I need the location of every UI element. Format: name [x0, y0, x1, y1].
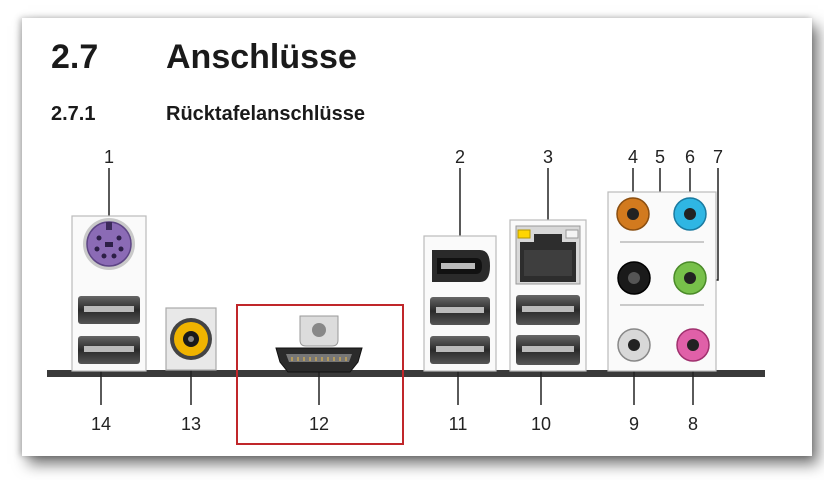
hdmi-port-icon — [275, 315, 363, 373]
ps2-usb-block — [71, 215, 147, 372]
ieee1394-usb-block — [423, 235, 497, 372]
usb-port-icon — [430, 336, 490, 364]
callout-1: 1 — [104, 147, 114, 167]
callout-10: 10 — [531, 414, 551, 434]
callouts-bottom: 14 13 12 11 10 9 8 — [91, 414, 698, 434]
callout-7: 7 — [713, 147, 723, 167]
usb-port-icon — [430, 297, 490, 325]
callout-4: 4 — [628, 147, 638, 167]
rj45-lan-port-icon — [515, 225, 581, 285]
audio-jack-icon-gray — [617, 328, 651, 362]
callouts-top: 1 2 3 4 5 6 7 — [104, 147, 723, 167]
usb-port-icon — [78, 336, 140, 364]
hdmi-highlight-box — [236, 304, 404, 445]
ieee1394-port-icon — [432, 250, 490, 282]
coax-spdif-port-icon — [165, 307, 217, 371]
lan-usb-block — [509, 219, 587, 372]
usb-port-icon — [78, 296, 140, 324]
audio-jack-icon-pink — [676, 328, 710, 362]
callout-5: 5 — [655, 147, 665, 167]
audio-jack-icon-blue — [673, 197, 707, 231]
audio-jack-icon-green — [673, 261, 707, 295]
callout-3: 3 — [543, 147, 553, 167]
usb-port-icon — [516, 295, 580, 325]
callout-12: 12 — [309, 414, 329, 434]
subsection-number: 2.7.1 — [51, 103, 96, 125]
callout-2: 2 — [455, 147, 465, 167]
callout-11: 11 — [449, 414, 468, 434]
callout-8: 8 — [688, 414, 698, 434]
callout-6: 6 — [685, 147, 695, 167]
audio-jack-icon-black — [617, 261, 651, 295]
callout-14: 14 — [91, 414, 111, 434]
callout-9: 9 — [629, 414, 639, 434]
ps2-port-icon — [83, 218, 135, 270]
audio-block — [607, 191, 717, 372]
usb-port-icon — [516, 335, 580, 365]
panel-baseline — [47, 370, 765, 377]
audio-jack-icon-orange — [616, 197, 650, 231]
subsection-title: Rücktafelanschlüsse — [166, 103, 365, 125]
callout-13: 13 — [181, 414, 201, 434]
section-number: 2.7 — [51, 38, 99, 76]
section-title: Anschlüsse — [166, 38, 357, 76]
